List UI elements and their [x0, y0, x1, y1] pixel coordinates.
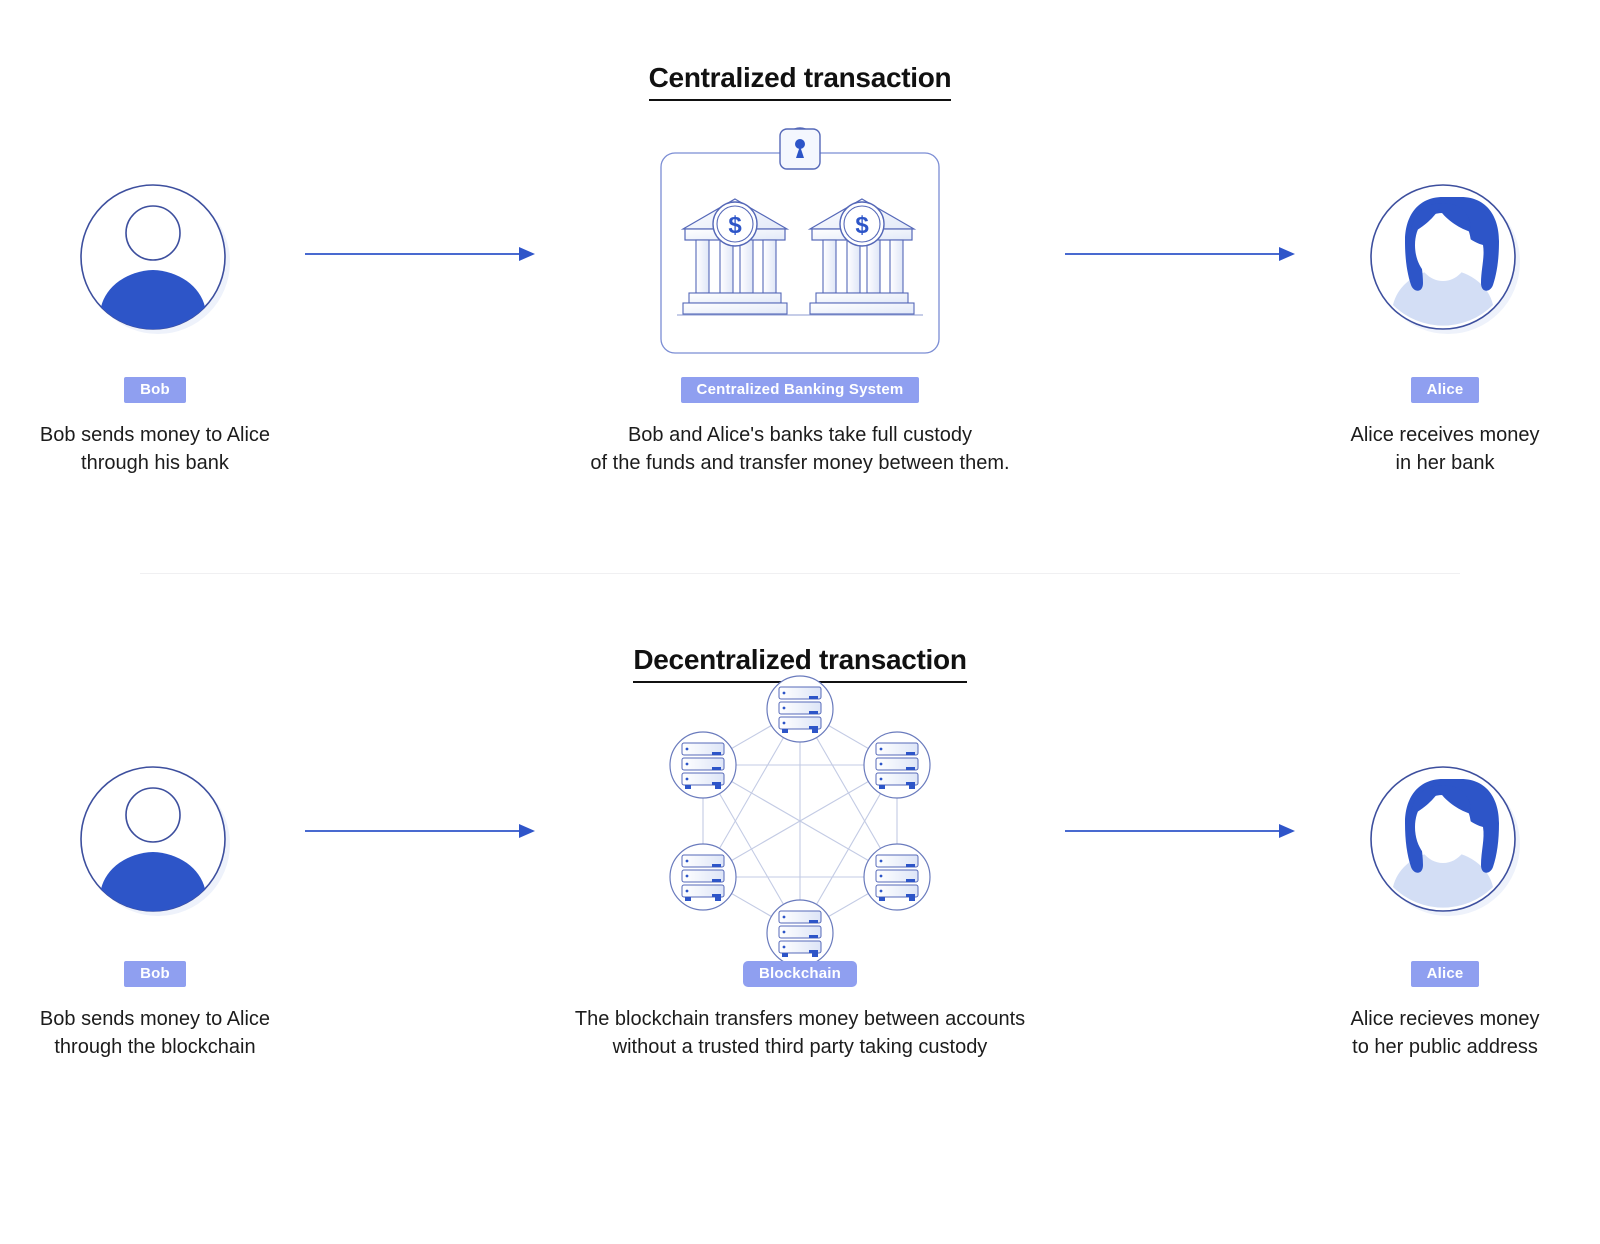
- network-node: [669, 731, 737, 799]
- actor-bob-centralized: Bob Bob sends money to Alice through his…: [10, 159, 300, 478]
- bob-avatar-figure: [65, 159, 245, 349]
- network-node: [766, 899, 834, 967]
- decentralized-row: Bob Bob sends money to Alice through the…: [0, 675, 1600, 1062]
- caption-bob-centralized: Bob sends money to Alice through his ban…: [39, 424, 271, 475]
- badge-alice-decentralized: Alice: [1410, 960, 1480, 987]
- arrow-right-icon: [305, 823, 535, 838]
- svg-text:$: $: [728, 212, 742, 239]
- section-title-text: Decentralized transaction: [633, 644, 967, 683]
- caption-alice-centralized: Alice receives money in her bank: [1350, 424, 1540, 475]
- centralized-row: Bob Bob sends money to Alice through his…: [0, 127, 1600, 478]
- arrow-right-icon: [305, 247, 535, 261]
- badge-centralized-banking-system: Centralized Banking System: [680, 377, 920, 403]
- arrow-right-icon: [1065, 823, 1295, 838]
- arrow-bob-to-blockchain: [300, 731, 540, 931]
- caption-alice-decentralized: Alice recieves money to her public addre…: [1350, 1007, 1540, 1059]
- actor-alice-decentralized: Alice Alice recieves money to her public…: [1300, 731, 1590, 1062]
- badge-alice-centralized: Alice: [1410, 377, 1480, 403]
- alice-avatar-figure: [1355, 731, 1535, 931]
- caption-bob-decentralized: Bob sends money to Alice through the blo…: [39, 1007, 271, 1059]
- banks-with-padlock-icon: $: [660, 127, 940, 354]
- alice-avatar-icon: [1370, 184, 1520, 334]
- bob-avatar-icon: [80, 765, 230, 916]
- alice-avatar-icon: [1370, 765, 1520, 916]
- section-centralized: Centralized transaction Bob Bob sends mo…: [0, 0, 1600, 478]
- network-node: [863, 843, 931, 911]
- network-figure: [650, 675, 950, 967]
- section-decentralized: Decentralized transaction Bob Bob sends …: [0, 574, 1600, 1062]
- arrow-right-icon: [1065, 247, 1295, 261]
- banks-figure: $: [655, 127, 945, 354]
- badge-bob-decentralized: Bob: [124, 960, 186, 987]
- alice-avatar-figure: [1355, 159, 1535, 349]
- section-divider: [140, 572, 1460, 574]
- caption-centralized-banking-system: Bob and Alice's banks take full custody …: [590, 424, 1010, 475]
- badge-blockchain: Blockchain: [742, 960, 858, 987]
- network-node: [669, 843, 737, 911]
- blockchain-network: Blockchain The blockchain transfers mone…: [540, 675, 1060, 1062]
- svg-text:$: $: [855, 212, 869, 239]
- caption-blockchain: The blockchain transfers money between a…: [574, 1007, 1026, 1059]
- centralized-banking-system: $: [540, 127, 1060, 478]
- page-title-decentralized: Decentralized transaction: [0, 644, 1600, 683]
- page-title-centralized: Centralized transaction: [0, 62, 1600, 101]
- section-title-text: Centralized transaction: [648, 62, 952, 101]
- arrow-bank-to-alice: [1060, 159, 1300, 349]
- bob-avatar-figure: [65, 731, 245, 931]
- network-node: [766, 675, 834, 743]
- actor-alice-centralized: Alice Alice receives money in her bank: [1300, 159, 1590, 478]
- blockchain-node-network-icon: [669, 675, 931, 967]
- badge-bob-centralized: Bob: [124, 377, 186, 403]
- bob-avatar-icon: [80, 184, 230, 334]
- network-node: [863, 731, 931, 799]
- arrow-bob-to-bank: [300, 159, 540, 349]
- actor-bob-decentralized: Bob Bob sends money to Alice through the…: [10, 731, 300, 1062]
- arrow-blockchain-to-alice: [1060, 731, 1300, 931]
